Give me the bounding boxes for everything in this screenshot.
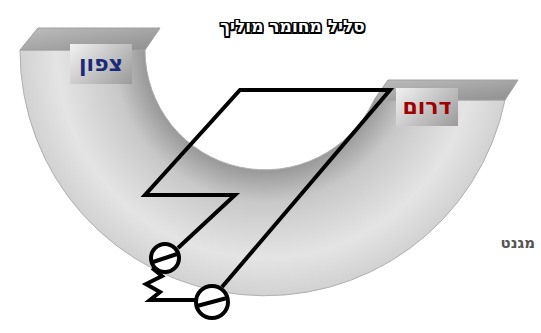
pole-label-box: צפון (70, 44, 132, 84)
pole-label-box: דרום (396, 88, 458, 126)
magnet-label: מגנט (500, 234, 535, 252)
coil-wire (145, 90, 390, 300)
pole-name: דרום (402, 95, 451, 119)
coil-terminal (151, 244, 228, 318)
coil-label: סליל מחומר מוליך (190, 16, 395, 36)
pole-name: צפון (79, 52, 123, 76)
